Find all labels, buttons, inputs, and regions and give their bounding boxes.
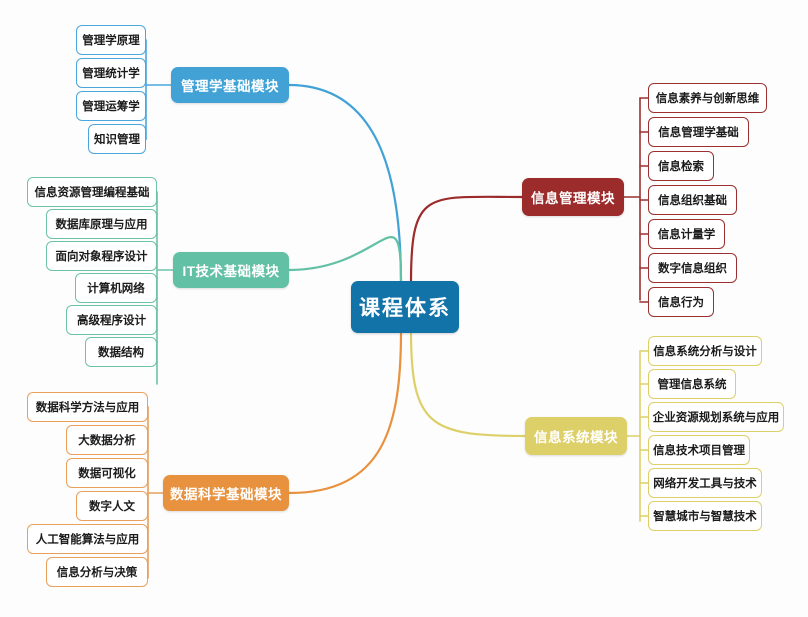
- leaf-node-datascience-3[interactable]: 数字人文: [76, 491, 148, 521]
- leaf-node-infomanagement-3[interactable]: 信息组织基础: [648, 185, 737, 215]
- leaf-node-management-2[interactable]: 管理运筹学: [76, 91, 146, 121]
- leaf-node-datascience-5[interactable]: 信息分析与决策: [46, 557, 148, 587]
- leaf-node-infosystem-5[interactable]: 智慧城市与智慧技术: [648, 501, 762, 531]
- leaf-node-infosystem-2[interactable]: 企业资源规划系统与应用: [648, 402, 784, 432]
- module-node-infosystem[interactable]: 信息系统模块: [525, 417, 627, 455]
- leaf-node-datascience-2[interactable]: 数据可视化: [66, 458, 148, 488]
- leaf-node-it-5[interactable]: 数据结构: [85, 337, 157, 367]
- leaf-node-infomanagement-2[interactable]: 信息检索: [648, 151, 714, 181]
- leaf-node-infosystem-3[interactable]: 信息技术项目管理: [648, 435, 750, 465]
- leaf-node-infomanagement-6[interactable]: 信息行为: [648, 287, 714, 317]
- leaf-node-it-2[interactable]: 面向对象程序设计: [46, 241, 157, 271]
- leaf-node-it-4[interactable]: 高级程序设计: [66, 305, 157, 335]
- leaf-node-infomanagement-4[interactable]: 信息计量学: [648, 219, 725, 249]
- leaf-node-infosystem-4[interactable]: 网络开发工具与技术: [648, 468, 762, 498]
- root-node[interactable]: 课程体系: [351, 281, 459, 333]
- leaf-node-datascience-4[interactable]: 人工智能算法与应用: [27, 524, 148, 554]
- leaf-node-it-1[interactable]: 数据库原理与应用: [46, 209, 157, 239]
- leaf-node-management-0[interactable]: 管理学原理: [76, 25, 146, 55]
- module-node-it[interactable]: IT技术基础模块: [173, 252, 289, 288]
- leaf-node-management-1[interactable]: 管理统计学: [76, 58, 146, 88]
- leaf-node-infomanagement-0[interactable]: 信息素养与创新思维: [648, 83, 767, 113]
- module-node-datascience[interactable]: 数据科学基础模块: [163, 475, 289, 511]
- leaf-node-datascience-1[interactable]: 大数据分析: [66, 425, 148, 455]
- leaf-node-infosystem-0[interactable]: 信息系统分析与设计: [648, 336, 762, 366]
- leaf-node-management-3[interactable]: 知识管理: [88, 124, 146, 154]
- leaf-node-infomanagement-5[interactable]: 数字信息组织: [648, 253, 737, 283]
- leaf-node-infomanagement-1[interactable]: 信息管理学基础: [648, 117, 749, 147]
- module-node-infomanagement[interactable]: 信息管理模块: [522, 178, 624, 216]
- leaf-node-infosystem-1[interactable]: 管理信息系统: [648, 369, 736, 399]
- module-node-management[interactable]: 管理学基础模块: [171, 67, 289, 103]
- leaf-node-it-3[interactable]: 计算机网络: [75, 273, 157, 303]
- leaf-node-it-0[interactable]: 信息资源管理编程基础: [27, 177, 157, 207]
- leaf-node-datascience-0[interactable]: 数据科学方法与应用: [27, 392, 148, 422]
